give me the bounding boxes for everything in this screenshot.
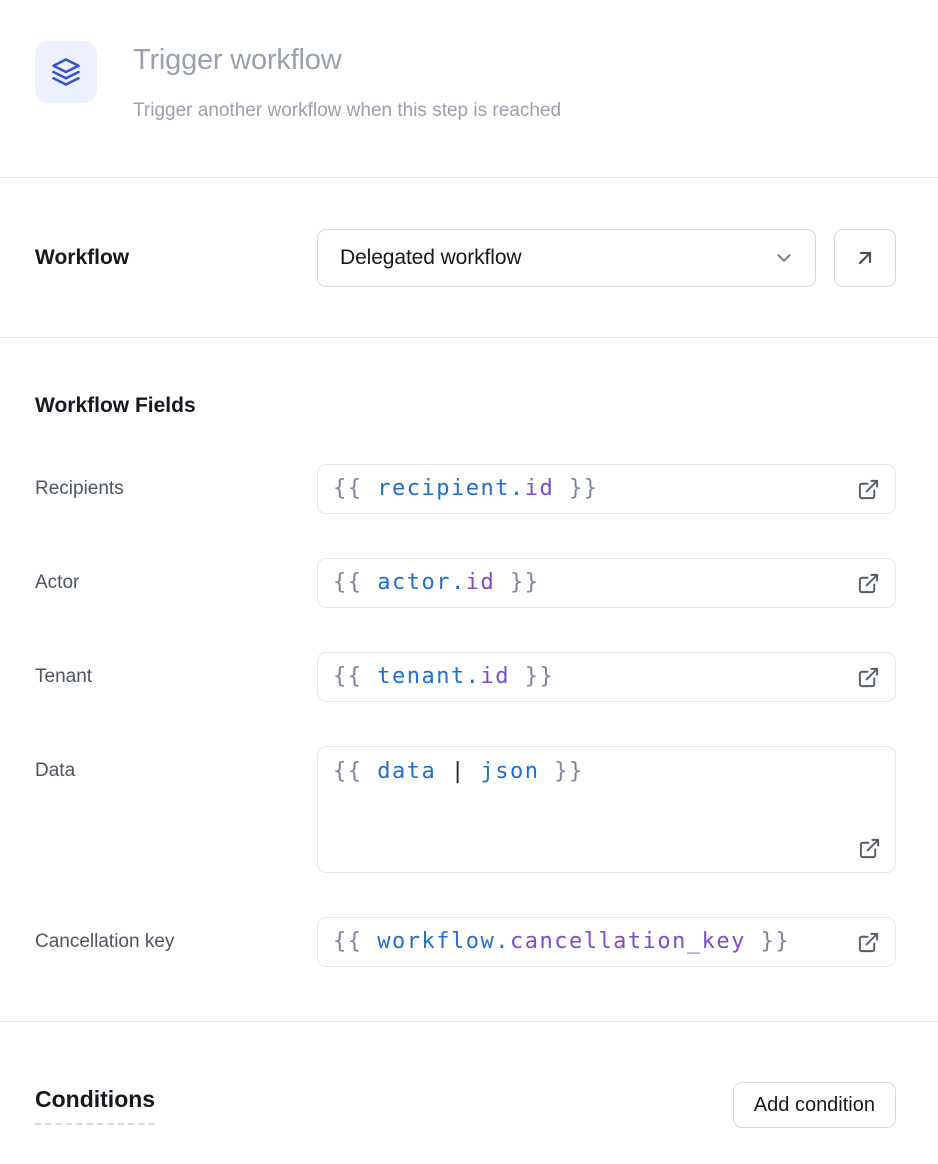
recipients-input[interactable]: {{ recipient.id }} [317,464,896,514]
conditions-section: Conditions Add condition [0,1022,938,1128]
field-label: Tenant [35,666,93,687]
arrow-up-right-icon [853,246,877,270]
layers-icon [51,57,81,87]
external-link-icon[interactable] [858,837,881,860]
chevron-down-icon [773,247,795,269]
external-link-icon[interactable] [857,478,880,501]
field-label: Data [35,760,76,781]
actor-input[interactable]: {{ actor.id }} [317,558,896,608]
page-title: Trigger workflow [133,44,342,76]
tenant-value: {{ tenant.id }} [333,664,555,689]
add-condition-button[interactable]: Add condition [732,1082,896,1128]
tenant-input[interactable]: {{ tenant.id }} [317,652,896,702]
field-label: Cancellation key [35,931,175,952]
data-input[interactable]: {{ data | json }} [317,746,896,873]
external-link-icon[interactable] [857,572,880,595]
page-subtitle: Trigger another workflow when this step … [133,100,562,121]
conditions-heading: Conditions [35,1086,156,1125]
workflow-select-value: Delegated workflow [340,245,522,269]
field-label: Recipients [35,478,124,499]
step-icon-box [35,41,97,103]
actor-value: {{ actor.id }} [333,570,540,595]
field-row-actor: Actor {{ actor.id }} [35,558,896,608]
field-row-tenant: Tenant {{ tenant.id }} [35,652,896,702]
workflow-fields-section: Workflow Fields Recipients {{ recipient.… [0,338,938,1022]
field-label: Actor [35,572,80,593]
workflow-selector-row: Workflow Delegated workflow [0,178,938,338]
field-row-recipients: Recipients {{ recipient.id }} [35,464,896,514]
workflow-fields-heading: Workflow Fields [35,394,196,417]
workflow-label: Workflow [35,245,130,269]
open-workflow-button[interactable] [834,228,896,287]
field-row-data: Data {{ data | json }} [35,746,896,873]
external-link-icon[interactable] [857,931,880,954]
field-row-cancellation-key: Cancellation key {{ workflow.cancellatio… [35,917,896,967]
external-link-icon[interactable] [857,666,880,689]
panel-header: Trigger workflow Trigger another workflo… [0,0,938,178]
data-value: {{ data | json }} [333,759,584,784]
recipients-value: {{ recipient.id }} [333,476,599,501]
workflow-select[interactable]: Delegated workflow [317,228,816,287]
header-text: Trigger workflow Trigger another workflo… [133,41,561,123]
cancellation-key-input[interactable]: {{ workflow.cancellation_key }} [317,917,896,967]
cancellation-key-value: {{ workflow.cancellation_key }} [333,929,791,954]
